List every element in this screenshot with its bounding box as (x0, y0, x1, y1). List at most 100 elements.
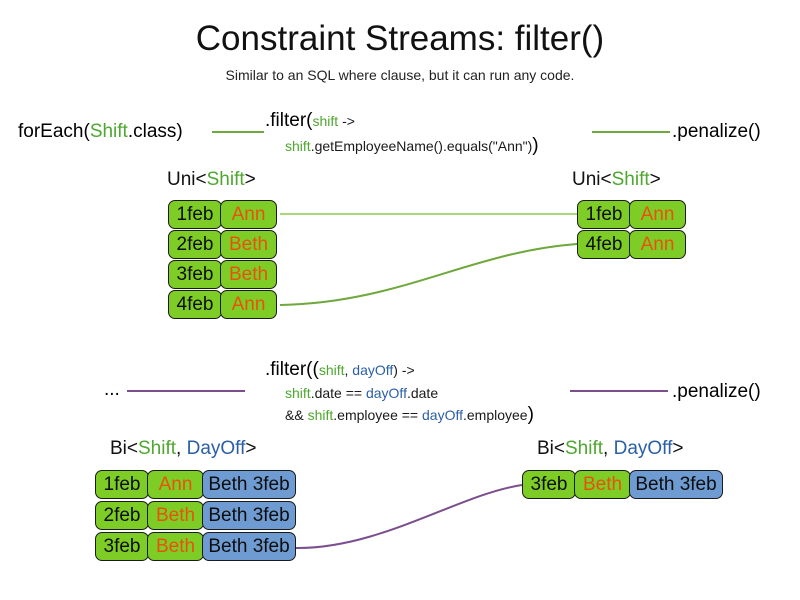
bi-input-header-type-shift: Shift (138, 438, 177, 459)
cell-shift-employee: Ann (629, 230, 686, 259)
shift-date-text: 2feb (176, 234, 214, 255)
shift-employee-text: Ann (640, 234, 675, 255)
filter-call-uni-line1: .filter(shift -> (265, 109, 355, 133)
stream-type-header-uni-input: Uni<Shift> (167, 168, 256, 191)
cell-shift-date: 2feb (168, 230, 222, 259)
cond2-field: .employee (463, 407, 528, 423)
filter-bi-param-shift: shift (318, 362, 345, 378)
uni-input-header-prefix: Uni< (167, 169, 207, 190)
dayoff-text: Beth 3feb (208, 474, 290, 495)
table-row: 2feb Beth (168, 230, 277, 259)
shift-employee-text: Beth (155, 505, 196, 526)
connector-line-foreach-to-filter (212, 131, 264, 133)
connector-line-source-to-filter-bi (127, 390, 245, 392)
shift-date-text: 3feb (530, 474, 568, 495)
cell-shift-employee: Beth (147, 501, 204, 530)
table-row: 1feb Ann (168, 200, 277, 229)
filter-bi-open-paren: .filter(( (265, 359, 319, 380)
table-row: 3feb Beth Beth 3feb (95, 532, 296, 561)
shift-employee-text: Beth (228, 234, 269, 255)
connector-line-filter-to-penalize (592, 131, 670, 133)
bi-input-header-suffix: > (245, 438, 257, 459)
uni-output-header-suffix: > (649, 169, 661, 190)
filter-body-var-shift: shift (285, 138, 311, 154)
cell-shift-date: 3feb (168, 260, 222, 289)
bi-output-header-type-shift: Shift (565, 438, 604, 459)
shift-employee-text: Ann (158, 474, 193, 495)
bi-output-header-type-dayoff: DayOff (613, 438, 673, 459)
shift-date-text: 1feb (103, 474, 141, 495)
shift-employee-text: Ann (231, 294, 266, 315)
table-row: 3feb Beth (168, 260, 277, 289)
page-title: Constraint Streams: filter() (195, 19, 605, 58)
cell-dayoff: Beth 3feb (202, 532, 296, 561)
shift-date-text: 3feb (103, 536, 141, 557)
filter-call-bi-condition2: && shift.employee == dayOff.employee) (285, 403, 534, 427)
cell-shift-date: 3feb (95, 532, 149, 561)
dayoff-text: Beth 3feb (208, 505, 290, 526)
shift-date-text: 1feb (176, 204, 214, 225)
mapping-curve-bi-3feb (295, 484, 523, 550)
filter-call-uni-line2: shift.getEmployeeName().equals("Ann")) (285, 134, 539, 158)
shift-employee-text: Beth (155, 536, 196, 557)
cell-dayoff: Beth 3feb (629, 470, 723, 499)
filter-open-paren: .filter( (265, 110, 313, 131)
page-subtitle: Similar to an SQL where clause, but it c… (225, 67, 575, 83)
uni-output-header-type: Shift (611, 169, 650, 190)
stream-type-header-bi-input: Bi<Shift, DayOff> (110, 437, 256, 460)
bi-input-header-type-dayoff: DayOff (186, 438, 246, 459)
foreach-prefix: forEach( (18, 121, 90, 142)
stream-type-header-uni-output: Uni<Shift> (572, 168, 661, 191)
shift-employee-text: Ann (231, 204, 266, 225)
cell-shift-employee: Beth (147, 532, 204, 561)
cell-shift-date: 1feb (95, 470, 149, 499)
cond1-field: .date (406, 385, 439, 401)
filter-call-bi-line1: .filter((shift, dayOff) -> (265, 358, 415, 382)
table-row: 4feb Ann (577, 230, 686, 259)
cell-shift-date: 1feb (168, 200, 222, 229)
foreach-suffix: .class) (127, 121, 183, 142)
shift-date-text: 4feb (176, 294, 214, 315)
bi-output-header-suffix: > (672, 438, 684, 459)
table-row: 4feb Ann (168, 290, 277, 319)
table-row: 2feb Beth Beth 3feb (95, 501, 296, 530)
penalize-label-bi: .penalize() (672, 381, 761, 402)
foreach-label: forEach(Shift.class) (18, 120, 183, 143)
bi-input-header-prefix: Bi< (110, 438, 138, 459)
foreach-type-shift: Shift (89, 121, 128, 142)
filter-bi-lambda-arrow: ) -> (393, 362, 415, 378)
cond2-var-shift: shift (307, 407, 334, 423)
cell-shift-employee: Ann (147, 470, 204, 499)
cond1-operator: .date == (310, 385, 366, 401)
uni-input-header-suffix: > (244, 169, 256, 190)
shift-date-text: 3feb (176, 264, 214, 285)
cell-shift-employee: Beth (574, 470, 631, 499)
uni-input-header-type: Shift (206, 169, 245, 190)
cell-shift-date: 4feb (577, 230, 631, 259)
bi-input-header-comma: , (176, 438, 187, 459)
cell-shift-employee: Beth (220, 230, 277, 259)
cell-shift-date: 2feb (95, 501, 149, 530)
filter-bi-param-separator: , (344, 362, 353, 378)
cell-shift-employee: Ann (629, 200, 686, 229)
filter-lambda-arrow: -> (338, 113, 355, 129)
cell-shift-date: 1feb (577, 200, 631, 229)
penalize-label-uni: .penalize() (672, 121, 761, 142)
cond1-var-shift: shift (285, 385, 311, 401)
stream-type-header-bi-output: Bi<Shift, DayOff> (537, 437, 683, 460)
cond2-operator: .employee == (333, 407, 422, 423)
filter-bi-param-dayoff: dayOff (352, 362, 394, 378)
bi-output-header-comma: , (603, 438, 614, 459)
filter-param-shift: shift (312, 113, 339, 129)
shift-date-text: 1feb (585, 204, 623, 225)
filter-bi-close-paren: ) (527, 404, 534, 425)
filter-body-expression: .getEmployeeName().equals("Ann") (310, 138, 533, 154)
cell-shift-date: 4feb (168, 290, 222, 319)
cond2-var-dayoff: dayOff (422, 407, 463, 423)
table-row: 3feb Beth Beth 3feb (522, 470, 723, 499)
uni-output-header-prefix: Uni< (572, 169, 612, 190)
table-row: 1feb Ann Beth 3feb (95, 470, 296, 499)
cond2-and-operator: && (285, 407, 308, 423)
dayoff-text: Beth 3feb (208, 536, 290, 557)
shift-date-text: 2feb (103, 505, 141, 526)
